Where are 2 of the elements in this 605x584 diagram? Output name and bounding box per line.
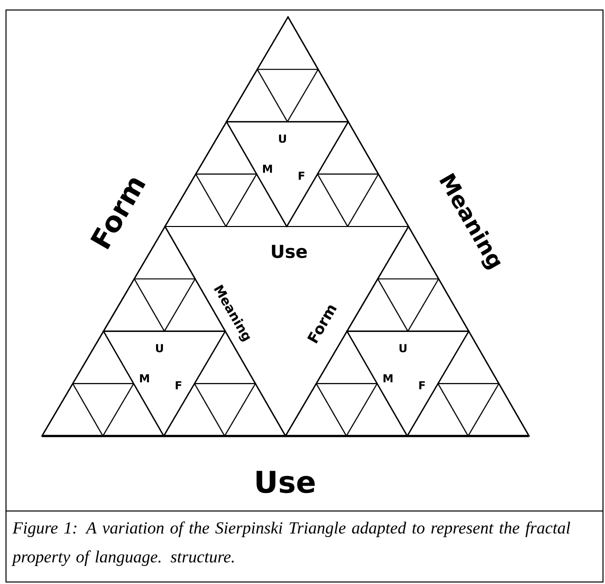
side-label: Use bbox=[256, 470, 315, 494]
caption: Figure 1: A variation of the Sierpinski Triangle adapted to represent the fractal property of language. structure. bbox=[12, 522, 570, 566]
